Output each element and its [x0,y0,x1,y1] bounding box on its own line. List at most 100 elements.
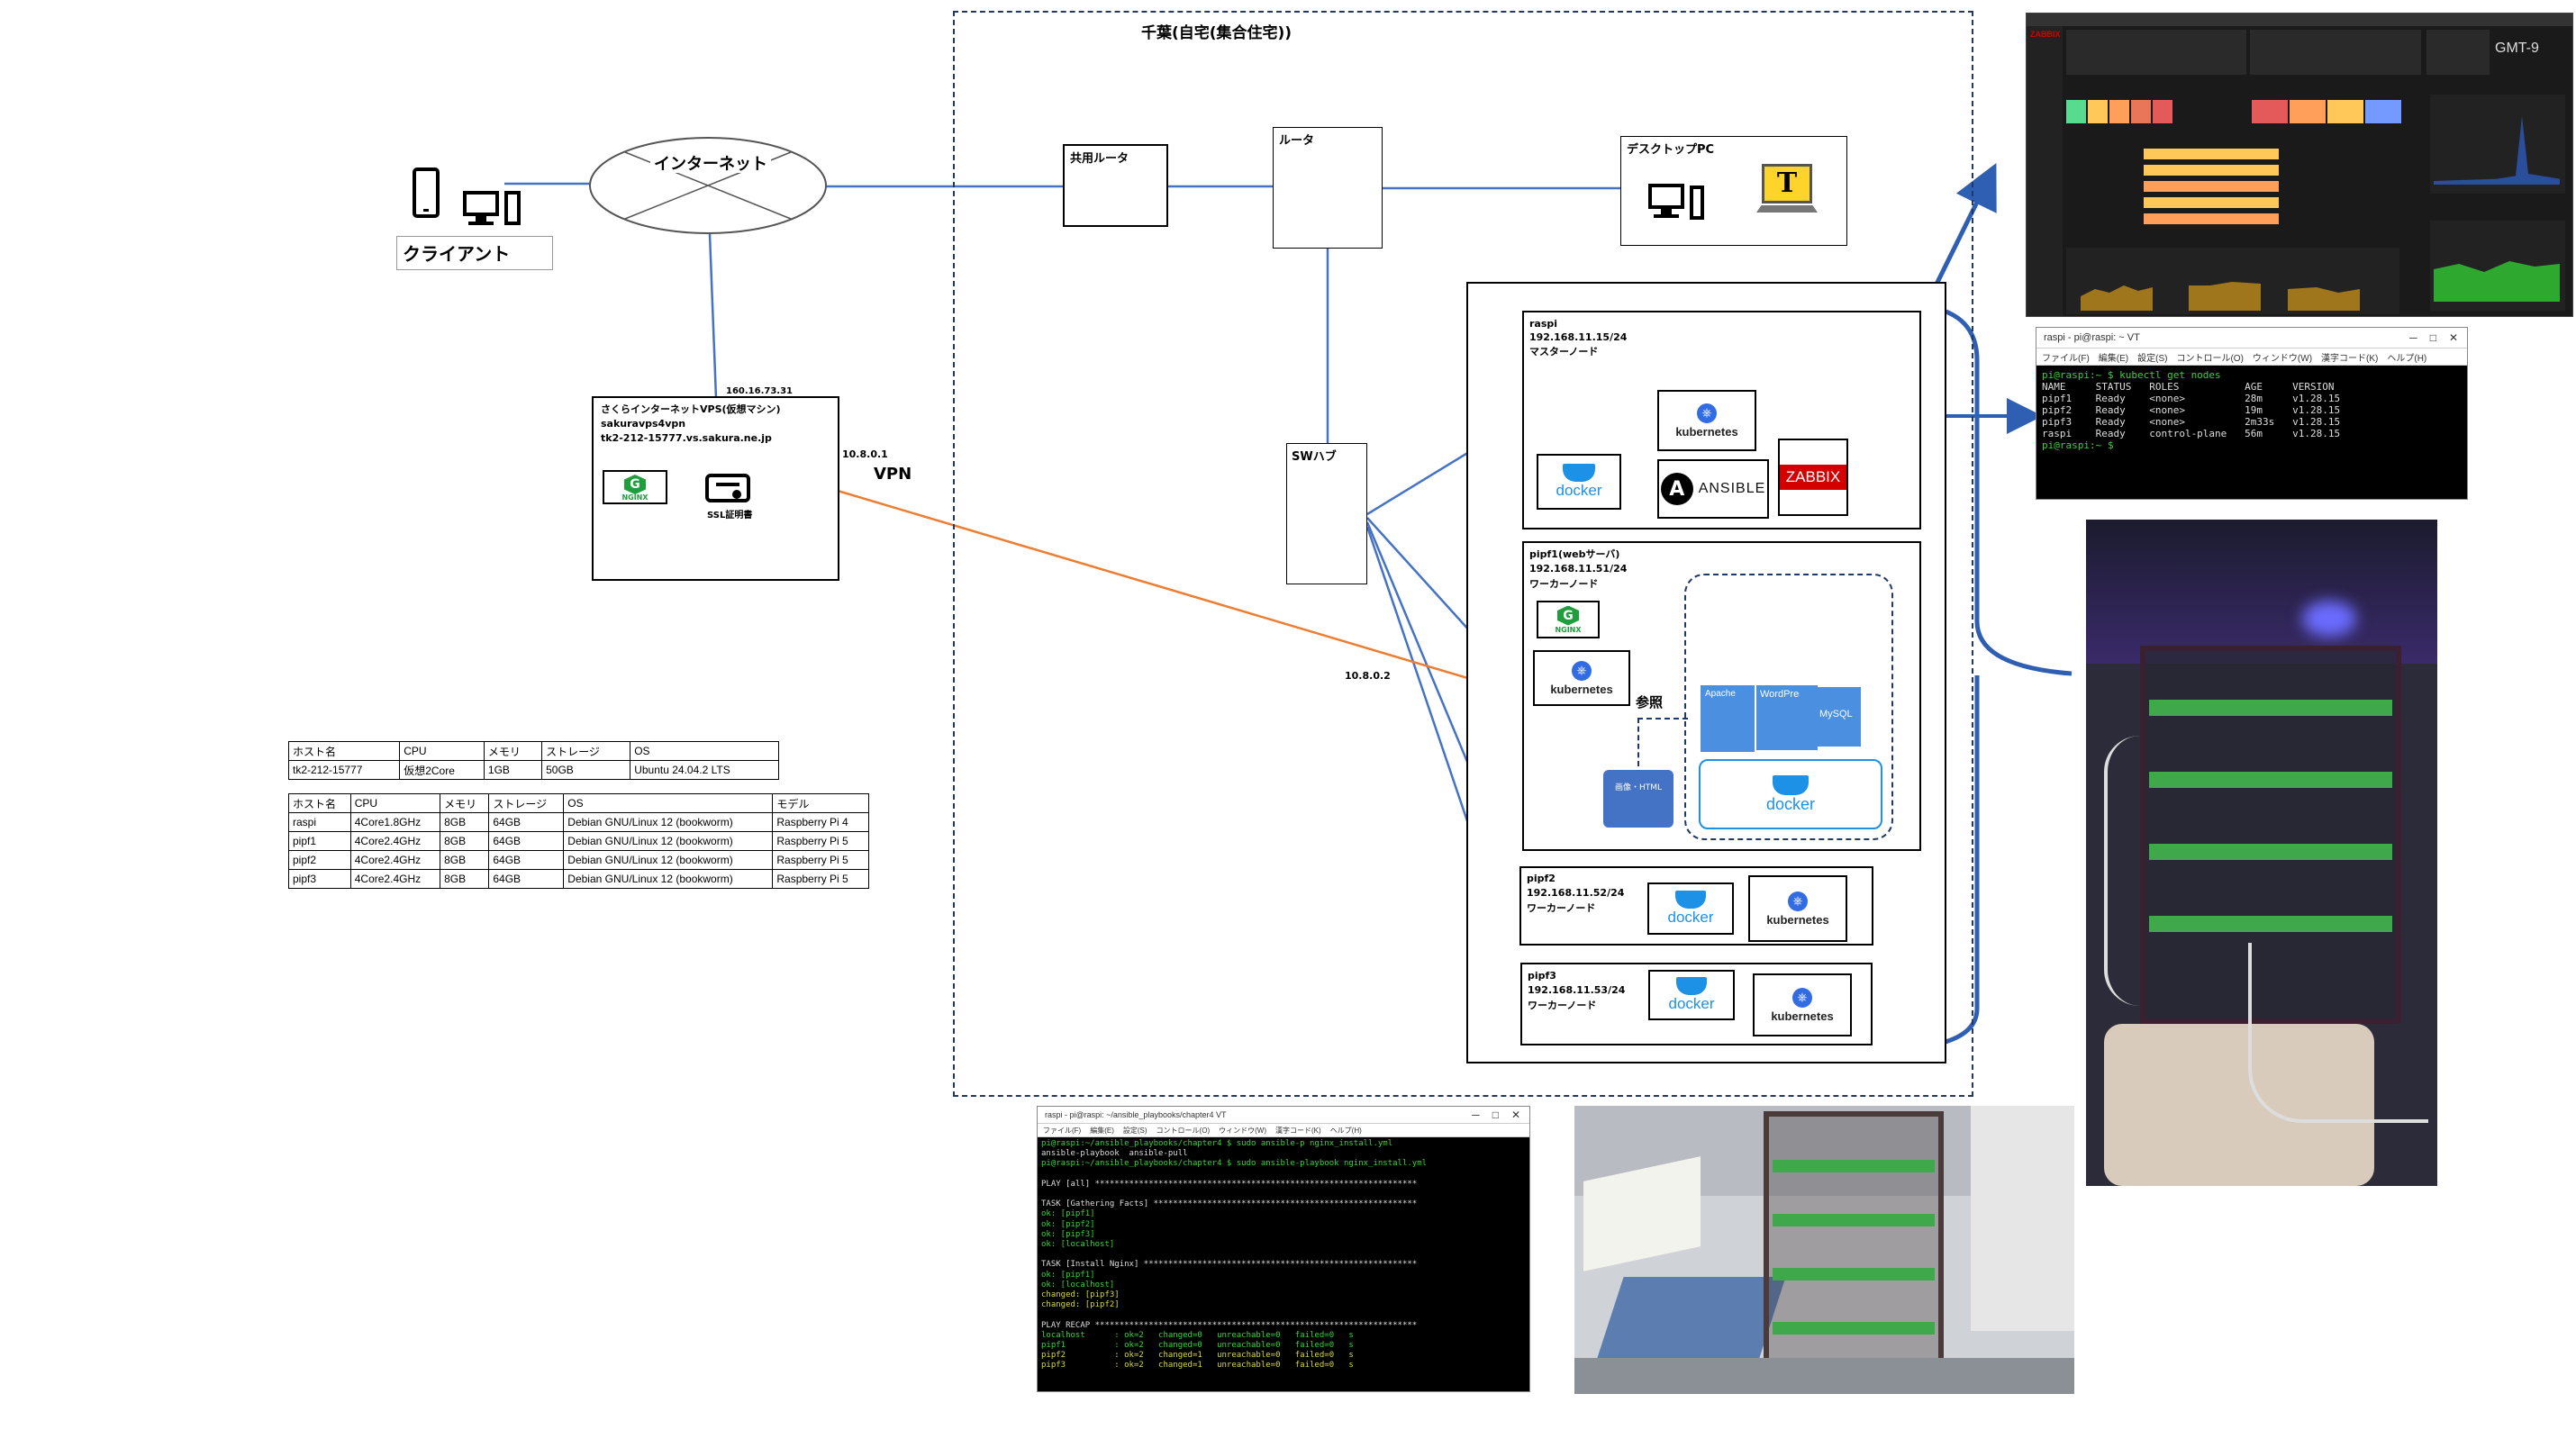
internet-cloud [589,137,827,234]
node-pipf2: pipf2 192.168.11.52/24 ワーカーノード docker ⎈ … [1519,866,1873,946]
menu-item[interactable]: ファイル(F) [2042,353,2090,364]
terminal-menubar: ファイル(F) 編集(E) 設定(S) コントロール(O) ウィンドウ(W) 漢… [1038,1124,1529,1137]
minimize-icon[interactable]: ─ [1472,1109,1480,1121]
vps-global-ip: 160.16.73.31 [726,386,794,396]
sw-hub-box: SWハブ [1286,443,1367,584]
node-pipf2-role: ワーカーノード [1527,902,1596,914]
menu-item[interactable]: ヘルプ(H) [2387,353,2427,364]
kubernetes-icon: ⎈ [1788,891,1808,911]
node-pipf1-name: pipf1(webサーバ) [1529,548,1620,560]
node-pipf1: pipf1(webサーバ) 192.168.11.51/24 ワーカーノード G… [1522,541,1921,851]
maximize-icon[interactable]: □ [2429,331,2436,344]
nginx-icon: G [1557,605,1579,626]
desktop-pc-label: デスクトップPC [1627,143,1715,157]
pipf1-nginx-logo: G NGINX [1537,601,1600,638]
smartphone-icon [413,167,440,218]
sw-hub-label: SWハブ [1292,450,1337,464]
ssl-label: SSL証明書 [707,511,753,520]
client-label: クライアント [403,243,511,265]
vpn-ip-pi: 10.8.0.2 [1345,670,1391,682]
docker-engine-box: docker [1699,759,1882,829]
mysql-container: MySQL [1800,687,1861,747]
router-label: ルータ [1279,134,1315,148]
vpn-label: VPN [874,465,912,484]
vps-name: sakuravps4vpn [601,418,686,430]
zabbix-dashboard-screenshot: ZABBIX GMT-9 [2026,13,2573,317]
menu-item[interactable]: ウィンドウ(W) [2252,353,2313,364]
docker-whale-icon [1675,891,1706,909]
node-pipf3-ip: 192.168.11.53/24 [1528,984,1626,996]
maximize-icon[interactable]: □ [1492,1109,1499,1121]
terminal-output[interactable]: pi@raspi:~ $ kubectl get nodes NAME STAT… [2042,369,2341,451]
vps-nginx-text: NGINX [621,493,649,502]
menu-item[interactable]: 編集(E) [1090,1126,1114,1135]
ansible-terminal-window: raspi - pi@raspi: ~/ansible_playbooks/ch… [1037,1106,1530,1392]
laptop-terminal-icon: T [1756,164,1818,216]
reference-dashed-link [1637,718,1688,766]
node-pipf2-name: pipf2 [1527,873,1556,884]
menu-item[interactable]: コントロール(O) [1156,1126,1211,1135]
table-header-row: ホスト名 CPU メモリ ストレージ OS モデル [288,793,869,813]
close-icon[interactable]: ✕ [1510,1109,1520,1121]
pipf3-docker-logo: docker [1648,970,1735,1020]
menu-item[interactable]: 設定(S) [1122,1126,1147,1135]
node-pipf1-role: ワーカーノード [1529,578,1599,590]
raspberry-pi-cluster-photo [2086,520,2437,1186]
zabbix-clock: GMT-9 [2495,41,2539,56]
kubernetes-icon: ⎈ [1572,660,1592,681]
kubernetes-icon: ⎈ [1792,987,1812,1008]
terminal-titlebar: raspi - pi@raspi: ~/ansible_playbooks/ch… [1038,1107,1529,1124]
node-pipf2-ip: 192.168.11.52/24 [1527,887,1625,899]
pipf3-kubernetes-logo: ⎈ kubernetes [1753,973,1852,1036]
desktop-computer-icon [463,191,522,227]
menu-item[interactable]: 設定(S) [2137,353,2168,364]
vps-host: tk2-212-15777.vs.sakura.ne.jp [601,432,772,444]
client-label-box: クライアント [396,236,553,270]
desktop-pc-box: デスクトップPC T [1620,136,1847,246]
menu-item[interactable]: 編集(E) [2098,353,2129,364]
terminal-menubar: ファイル(F) 編集(E) 設定(S) コントロール(O) ウィンドウ(W) 漢… [2036,348,2467,366]
ssl-certificate-icon [705,474,750,502]
table-header-row: ホスト名 CPU メモリ ストレージ OS [287,741,779,761]
terminal-output[interactable]: pi@raspi:~/ansible_playbooks/chapter4 $ … [1041,1139,1428,1371]
raspi-docker-logo: docker [1537,454,1621,510]
desktop-computer-icon [1648,184,1708,222]
node-raspi-ip: 192.168.11.15/24 [1529,331,1628,343]
reference-label: 参照 [1636,694,1664,710]
menu-item[interactable]: 漢字コード(K) [1275,1126,1321,1135]
menu-item[interactable]: ウィンドウ(W) [1219,1126,1267,1135]
node-raspi-name: raspi [1529,318,1558,330]
zabbix-brand: ZABBIX [2030,30,2061,39]
menu-item[interactable]: コントロール(O) [2176,353,2244,364]
wire-internet-vps [708,233,718,399]
vps-box: さくらインターネットVPS(仮想マシン) sakuravps4vpn tk2-2… [592,396,839,581]
node-pipf3: pipf3 192.168.11.53/24 ワーカーノード docker ⎈ … [1520,963,1873,1045]
vpn-ip-vps: 10.8.0.1 [842,448,888,460]
minimize-icon[interactable]: ─ [2409,331,2417,344]
shared-router-box: 共用ルータ [1063,144,1168,227]
vps-title: さくらインターネットVPS(仮想マシン) [601,403,781,415]
zabbix-logo: ZABBIX [1778,439,1848,516]
router-box: ルータ [1273,127,1383,249]
menu-item[interactable]: 漢字コード(K) [2321,353,2379,364]
pipf2-kubernetes-logo: ⎈ kubernetes [1748,875,1847,942]
terminal-titlebar: raspi - pi@raspi: ~ VT ─□✕ [2036,328,2467,348]
docker-whale-icon [1563,464,1595,482]
apache-container: Apache [1701,685,1755,752]
menu-item[interactable]: ヘルプ(H) [1329,1126,1362,1135]
ansible-icon: A [1660,473,1693,505]
node-raspi-role: マスターノード [1529,346,1599,357]
menu-item[interactable]: ファイル(F) [1043,1126,1082,1135]
pipf1-kubernetes-logo: ⎈ kubernetes [1533,650,1630,706]
internet-label: インターネット [650,157,771,173]
ansible-logo: A ANSIBLE [1657,459,1769,519]
close-icon[interactable]: ✕ [2448,331,2458,344]
pipf2-docker-logo: docker [1647,882,1734,935]
kubectl-terminal-window: raspi - pi@raspi: ~ VT ─□✕ ファイル(F) 編集(E)… [2036,327,2468,500]
node-pipf1-ip: 192.168.11.51/24 [1529,563,1628,575]
